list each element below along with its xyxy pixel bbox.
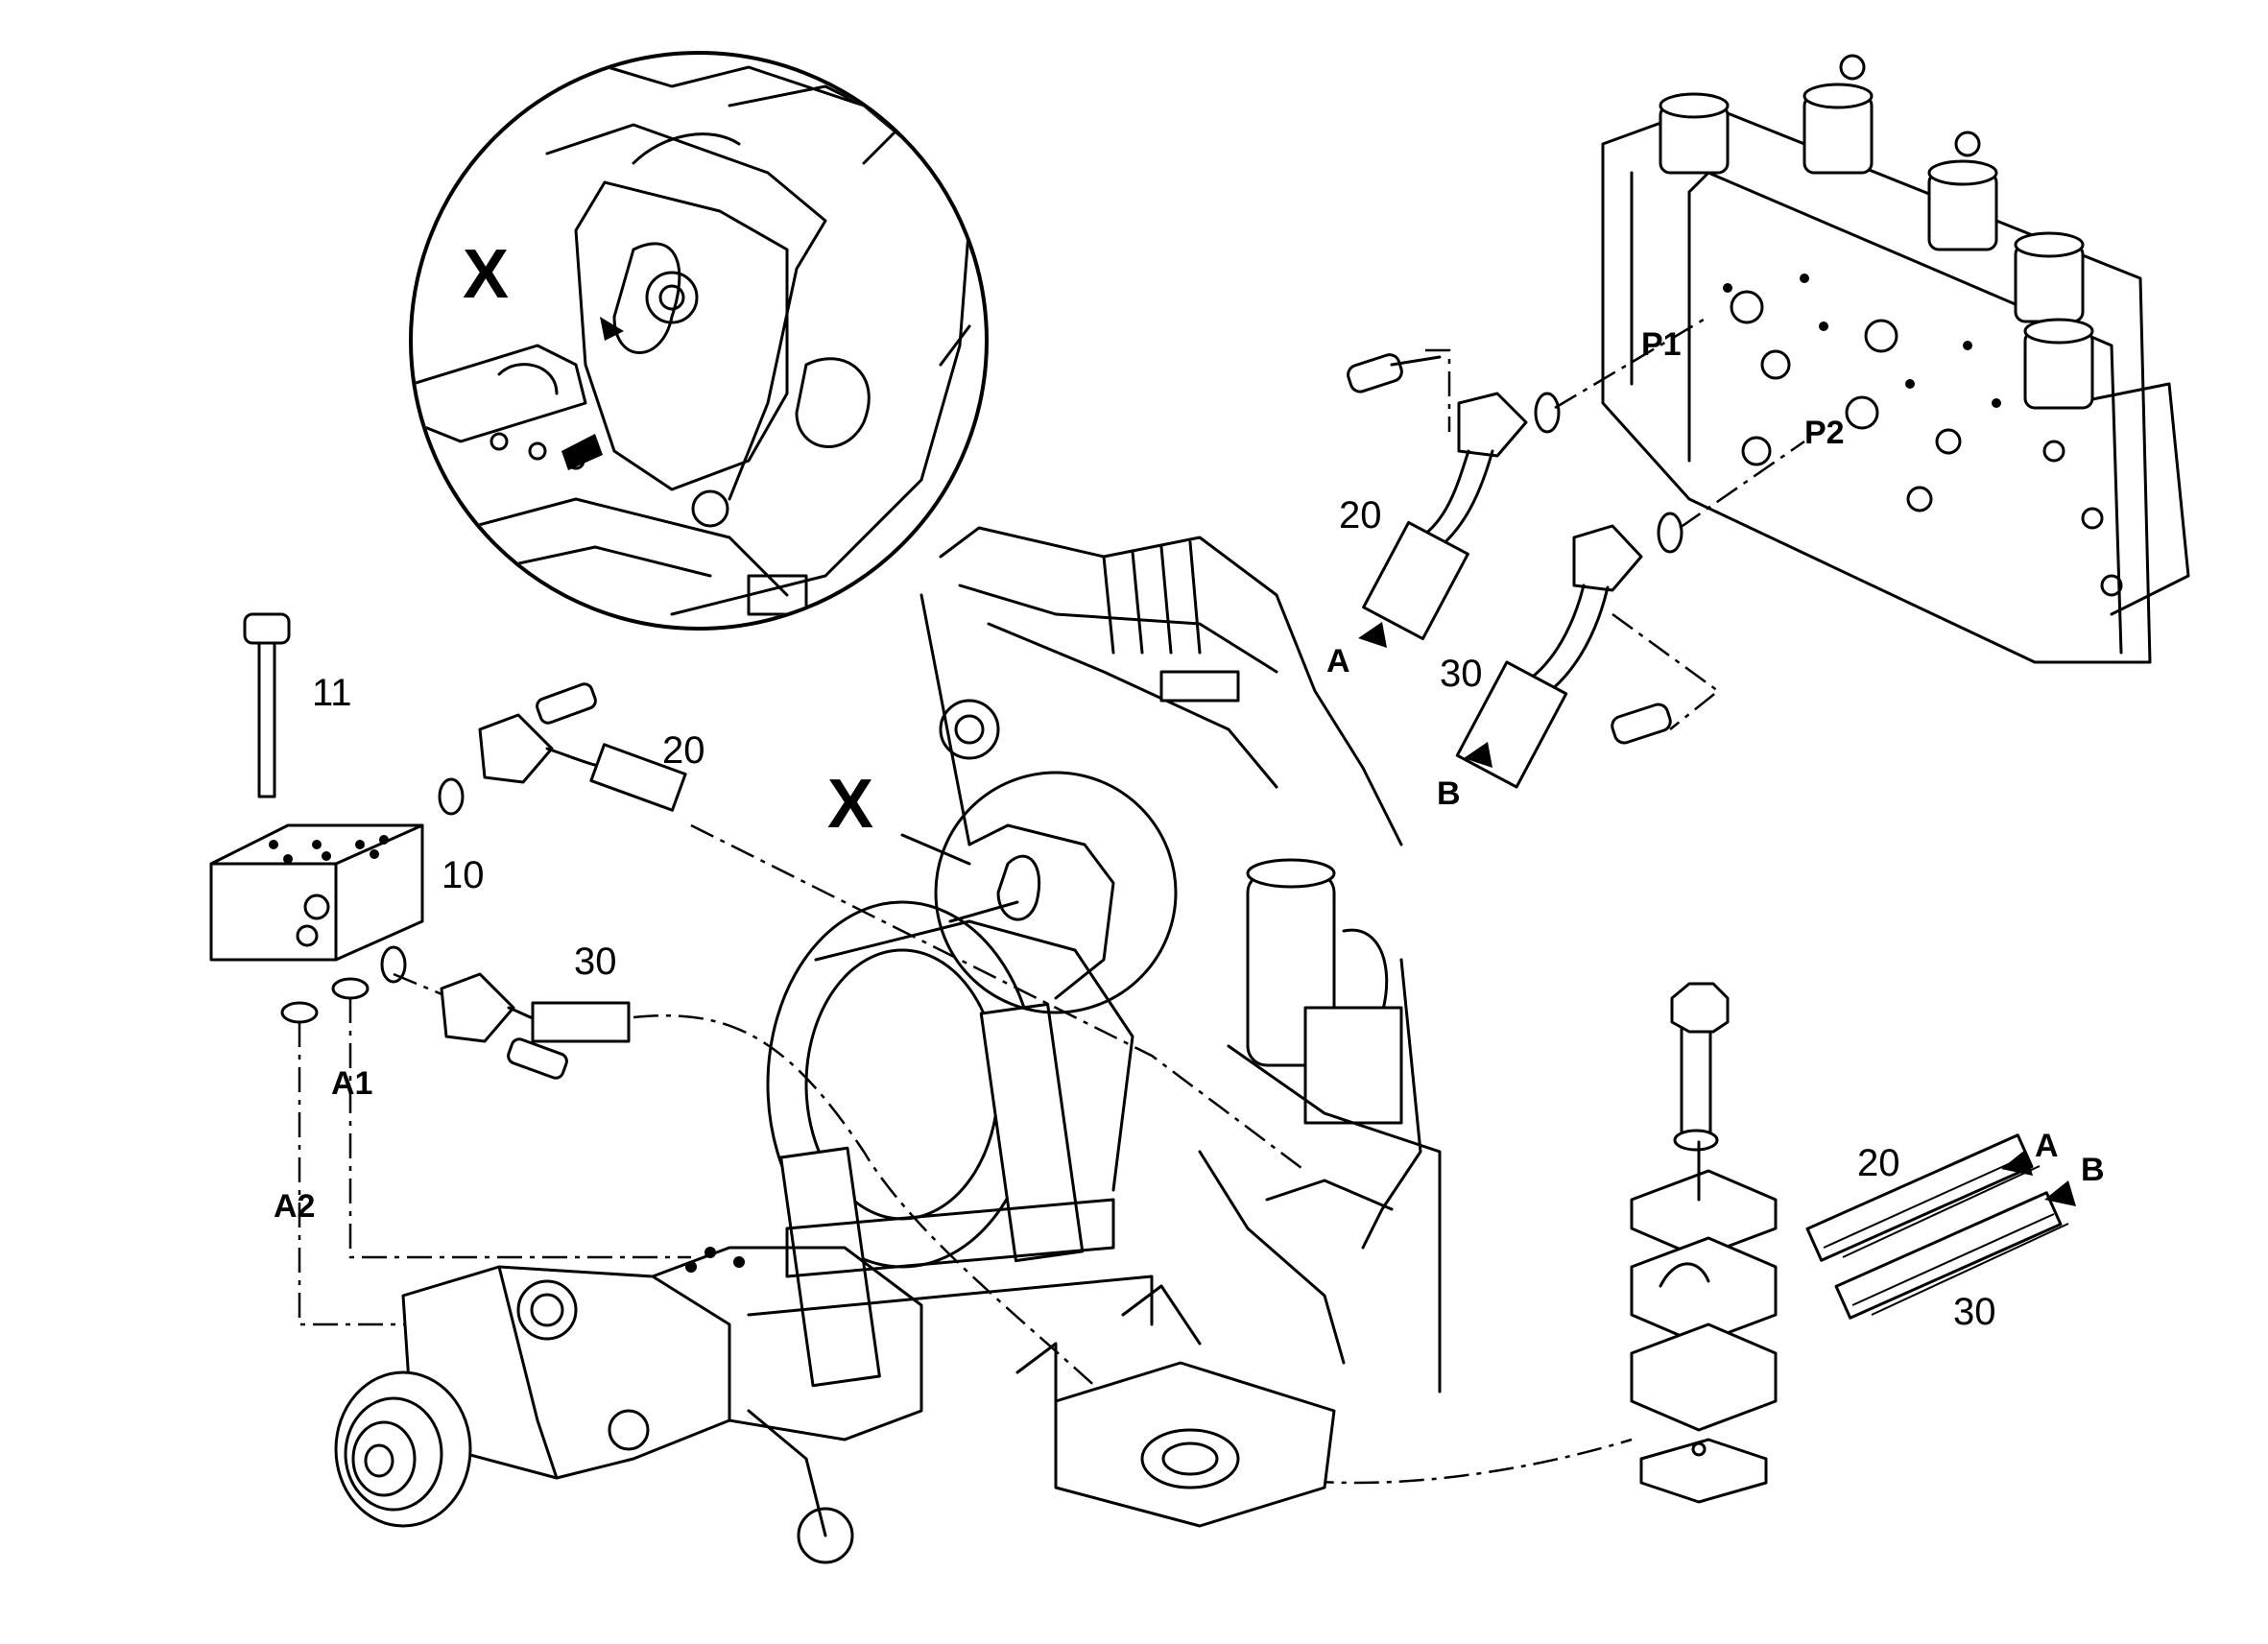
label-port-a-valve: A [1326, 643, 1350, 679]
label-item-30-hose: 30 [1953, 1291, 1996, 1333]
valve-fittings [1347, 315, 1805, 789]
label-port-a1: A1 [331, 1065, 372, 1102]
block-10 [209, 612, 691, 1326]
label-port-p2: P2 [1804, 415, 1845, 451]
callout-labels: 11 10 20 30 20 30 20 30 A1 A2 P1 P2 A B … [274, 326, 2105, 1333]
label-item-30-left: 30 [574, 941, 617, 983]
label-port-p1: P1 [1641, 326, 1682, 363]
label-item-10: 10 [442, 854, 485, 896]
screw-11 [257, 631, 276, 798]
control-valve-block [1601, 54, 2190, 664]
solenoid-coils [1659, 54, 2094, 410]
label-port-a-hose: A [2035, 1128, 2059, 1164]
label-item-20-left: 20 [662, 729, 705, 772]
label-item-11: 11 [312, 672, 352, 714]
detail-x-inset: X [409, 51, 989, 631]
label-item-20-hose: 20 [1857, 1142, 1900, 1184]
hoses-20-30 [1805, 1133, 2076, 1320]
label-port-b-hose: B [2081, 1152, 2105, 1188]
detail-x-inset-label: X [463, 236, 509, 313]
label-port-b-valve: B [1437, 775, 1461, 812]
label-item-30-valve: 30 [1440, 653, 1483, 695]
engine-assembly [334, 526, 1442, 1564]
detail-x-main-label: X [827, 766, 873, 843]
hose-clamp-assembly [1630, 982, 1778, 1504]
label-port-a2: A2 [274, 1188, 315, 1225]
label-item-20-valve: 20 [1339, 494, 1382, 536]
